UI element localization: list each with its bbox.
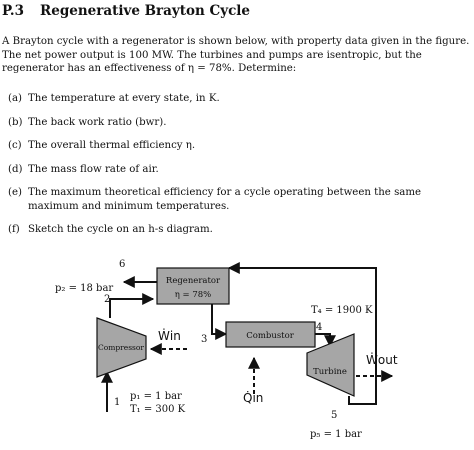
question-text: The mass flow rate of air. (28, 163, 159, 175)
flow-line-2 (109, 293, 155, 318)
question-label: (f) (8, 224, 20, 235)
combustor-box (225, 321, 316, 348)
question-text: The back work ratio (bwr). (28, 116, 167, 128)
question-item-c: (c) The overall thermal efficiency η. (8, 139, 470, 153)
t4-value: T₄ = 1900 K (311, 305, 373, 316)
question-text: The temperature at every state, in K. (28, 93, 220, 104)
question-item-b: (b) The back work ratio (bwr). (8, 116, 470, 130)
question-item-a: (a) The temperature at every state, in K. (8, 92, 470, 106)
question-item-e: (e) The maximum theoretical efficiency fo… (8, 186, 470, 213)
problem-intro: A Brayton cycle with a regenerator is sh… (2, 36, 470, 74)
state-5-label: 5 (331, 410, 337, 421)
question-text: The maximum theoretical efficiency for a… (28, 187, 422, 212)
compressor-label: Compressor (98, 343, 144, 352)
p2-value: p₂ = 18 bar (55, 283, 113, 294)
state-3-label: 3 (201, 334, 207, 345)
turbine-label: Turbine (313, 367, 347, 377)
question-label: (a) (8, 93, 23, 104)
flow-line-4 (315, 333, 336, 348)
flow-line-3 (211, 304, 228, 340)
question-label: (b) (8, 116, 23, 128)
question-text: Sketch the cycle on an h-s diagram. (28, 224, 213, 235)
regenerator-effectiveness: η = 78% (175, 290, 212, 300)
compressor-shape (96, 317, 147, 378)
state-4-label: 4 (316, 322, 322, 333)
problem-statement: A Brayton cycle with a regenerator is sh… (2, 35, 470, 76)
regenerator-label: Regenerator (166, 276, 221, 286)
flow-lines (101, 262, 377, 412)
question-label: (d) (8, 163, 23, 175)
state-1-label: 1 (114, 397, 120, 408)
problem-number: P.3 (2, 3, 25, 19)
question-item-d: (d) The mass flow rate of air. (8, 163, 470, 177)
turbine-shape (306, 333, 355, 397)
p5-value: p₅ = 1 bar (310, 429, 362, 440)
work-out-label: Ẇout (366, 352, 398, 367)
question-text: The overall thermal efficiency η. (28, 140, 196, 151)
p1-value: p₁ = 1 bar (130, 391, 182, 402)
work-in-label: Ẇin (158, 328, 181, 343)
question-list: (a) The temperature at every state, in K.… (8, 92, 470, 247)
energy-arrows (149, 343, 394, 394)
state-2-label: 2 (104, 294, 110, 305)
regenerator-box (156, 267, 230, 305)
t1-value: T₁ = 300 K (130, 404, 186, 415)
state-6-label: 6 (119, 259, 125, 270)
heat-in-label: Q̇in (243, 391, 263, 405)
question-label: (e) (8, 187, 22, 198)
flow-line-5 (227, 262, 377, 405)
problem-title: P.3 Regenerative Brayton Cycle (2, 3, 250, 19)
question-item-f: (f) Sketch the cycle on an h-s diagram. (8, 223, 470, 237)
combustor-label: Combustor (246, 331, 294, 341)
problem-title-text: Regenerative Brayton Cycle (40, 3, 251, 19)
question-label: (c) (8, 140, 22, 151)
